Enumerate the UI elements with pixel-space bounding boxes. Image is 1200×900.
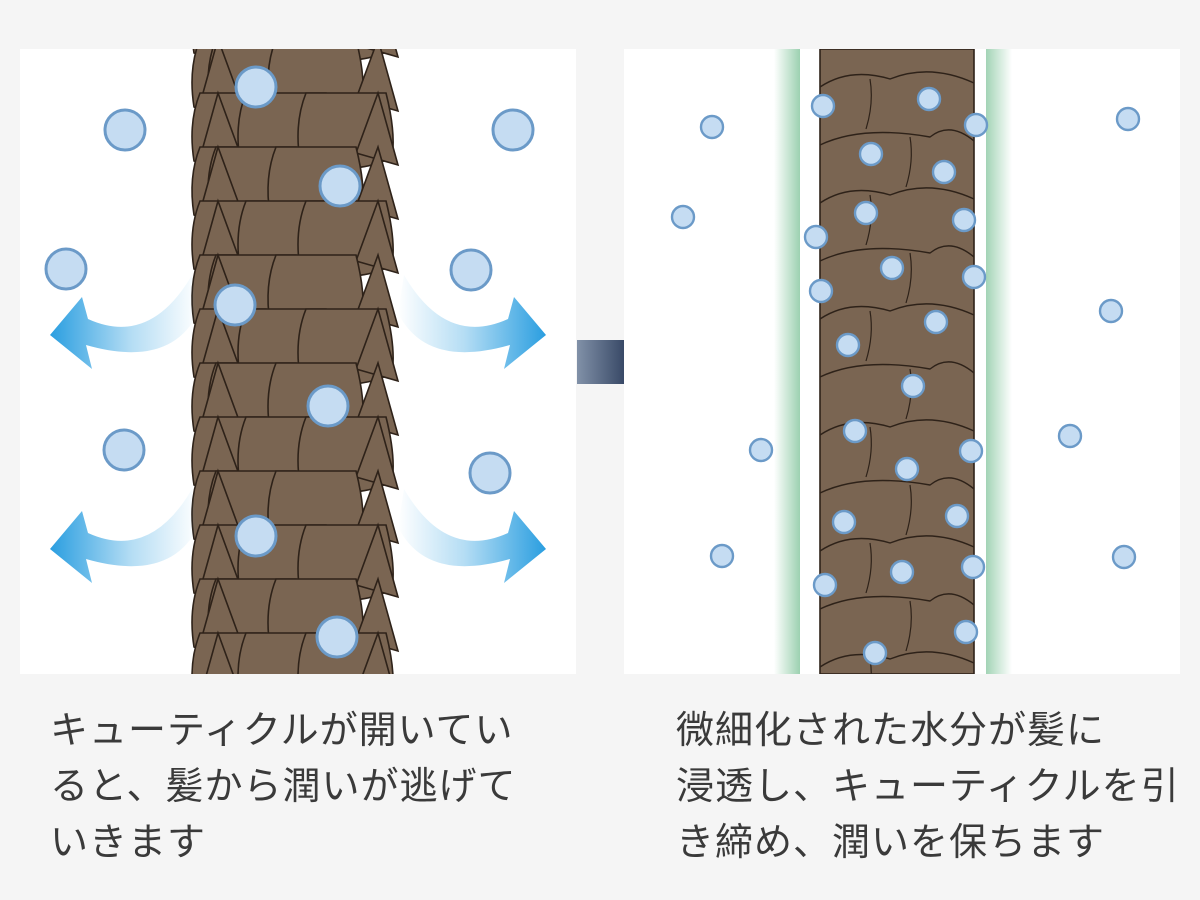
escape-arrow-icon xyxy=(50,489,198,583)
escape-arrow-icon xyxy=(398,489,546,583)
cuticle-line xyxy=(819,129,975,146)
escape-arrow-icon xyxy=(50,275,198,369)
cuticle-line xyxy=(819,187,975,204)
water-droplet-icon xyxy=(808,278,834,304)
water-droplet-icon xyxy=(748,437,774,463)
water-droplet-icon xyxy=(931,159,957,185)
water-droplet-icon xyxy=(812,572,838,598)
cuticle-line xyxy=(819,651,975,668)
water-droplet-icon xyxy=(951,207,977,233)
water-droplets xyxy=(670,86,1141,666)
cuticle-line xyxy=(905,252,912,304)
water-droplet-icon xyxy=(306,384,350,428)
water-droplet-icon xyxy=(709,543,735,569)
water-droplet-icon xyxy=(1115,106,1141,132)
water-droplet-icon xyxy=(853,200,879,226)
cuticle-line xyxy=(905,600,912,652)
right-panel-closed-cuticle xyxy=(624,49,1180,674)
water-droplet-icon xyxy=(699,114,725,140)
left-panel-open-cuticle xyxy=(20,49,576,674)
water-droplet-icon xyxy=(960,554,986,580)
cuticle-line xyxy=(819,477,975,494)
hair-strand-icon xyxy=(191,49,400,674)
cuticle-scale xyxy=(205,630,234,674)
cuticle-line xyxy=(819,245,975,262)
glow-outline-icon xyxy=(774,49,804,674)
caption-line: キューティクルが開いてい xyxy=(50,708,514,752)
water-droplet-icon xyxy=(449,248,493,292)
cuticle-line xyxy=(819,535,975,552)
water-droplet-icon xyxy=(958,438,984,464)
caption-line: いきます xyxy=(50,820,207,864)
water-droplet-icon xyxy=(491,108,535,152)
water-droplet-icon xyxy=(900,373,926,399)
escape-arrows xyxy=(50,275,546,583)
water-droplet-icon xyxy=(318,164,362,208)
water-droplet-icon xyxy=(944,503,970,529)
water-droplet-icon xyxy=(810,93,836,119)
water-droplet-icon xyxy=(44,247,88,291)
water-droplet-icon xyxy=(831,509,857,535)
cuticle-line xyxy=(819,361,975,378)
water-droplet-icon xyxy=(1098,298,1124,324)
water-droplet-icon xyxy=(916,86,942,112)
hair-strand-icon xyxy=(819,49,975,674)
water-droplet-icon xyxy=(315,615,359,659)
cuticle-line xyxy=(905,136,912,188)
cuticle-scale xyxy=(362,630,391,674)
escape-arrow-icon xyxy=(398,275,546,369)
water-droplet-icon xyxy=(923,309,949,335)
cuticle-line xyxy=(865,542,872,594)
water-droplet-icon xyxy=(963,112,989,138)
cuticle-line xyxy=(819,71,975,88)
open-cuticle-illustration xyxy=(44,49,546,674)
caption-line: ると、髪から潤いが逃げて xyxy=(50,764,517,808)
cuticle-line xyxy=(865,78,872,130)
cuticle-line xyxy=(819,303,975,320)
water-droplet-icon xyxy=(234,65,278,109)
cuticle-line xyxy=(819,419,975,436)
water-droplet-icon xyxy=(1057,423,1083,449)
water-droplet-icon xyxy=(102,428,146,472)
water-droplet-icon xyxy=(670,204,696,230)
water-droplet-icon xyxy=(862,640,888,666)
water-droplet-icon xyxy=(103,108,147,152)
water-droplet-icon xyxy=(835,332,861,358)
caption-line: 浸透し、キューティクルを引 xyxy=(676,764,1180,808)
caption-line: 微細化された水分が髪に xyxy=(676,708,1106,752)
cuticle-line xyxy=(819,593,975,610)
closed-cuticle-illustration xyxy=(670,49,1141,674)
water-droplet-icon xyxy=(894,456,920,482)
caption-open-cuticle: キューティクルが開いてい ると、髪から潤いが逃げて いきます xyxy=(50,702,550,870)
water-droplet-icon xyxy=(842,418,868,444)
water-droplet-icon xyxy=(953,619,979,645)
water-droplet-icon xyxy=(803,224,829,250)
water-droplet-icon xyxy=(468,451,512,495)
caption-closed-cuticle: 微細化された水分が髪に 浸透し、キューティクルを引 き締め、潤いを保ちます xyxy=(676,702,1186,870)
water-droplets xyxy=(44,65,535,659)
water-droplet-icon xyxy=(213,283,257,327)
water-droplet-icon xyxy=(1111,544,1137,570)
caption-line: き締め、潤いを保ちます xyxy=(676,820,1106,864)
cuticle-line xyxy=(905,484,912,536)
water-droplet-icon xyxy=(879,255,905,281)
cuticle-line xyxy=(865,426,872,478)
cuticle-line xyxy=(865,310,872,362)
water-droplet-icon xyxy=(858,141,884,167)
water-droplet-icon xyxy=(961,264,987,290)
water-droplet-icon xyxy=(889,559,915,585)
water-droplet-icon xyxy=(234,514,278,558)
